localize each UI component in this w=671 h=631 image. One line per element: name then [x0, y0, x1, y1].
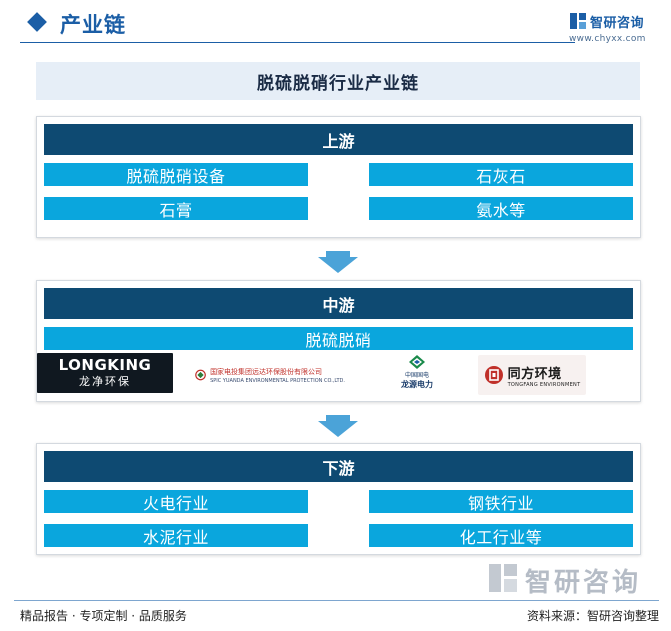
header-divider	[20, 42, 575, 43]
down-arrow-icon	[318, 251, 358, 273]
downstream-item: 钢铁行业	[369, 490, 633, 513]
longyuan-emblem-icon	[409, 354, 425, 369]
upstream-label: 上游	[44, 124, 633, 155]
spic-yuanda-logo: 国家电投集团远达环保股份有限公司 SPIC YUANDA ENVIRONMENT…	[195, 355, 345, 395]
upstream-item: 氨水等	[369, 197, 633, 220]
watermark-logo: 智研咨询	[485, 560, 655, 598]
chart-title: 脱硫脱硝行业产业链	[257, 73, 419, 94]
upstream-item: 石灰石	[369, 163, 633, 186]
longking-logo-cn: 龙净环保	[79, 375, 131, 388]
footer-source: 资料来源：智研咨询整理	[526, 609, 659, 623]
chart-banner: 脱硫脱硝行业产业链	[36, 62, 640, 100]
upstream-item: 石膏	[44, 197, 308, 220]
diamond-icon	[27, 12, 47, 32]
upstream-panel: 上游 脱硫脱硝设备 石灰石 石膏 氨水等	[36, 116, 641, 238]
longyuan-name-top: 中国国电	[404, 371, 429, 379]
midstream-item: 脱硫脱硝	[44, 327, 633, 350]
footer-slogan: 精品报告 · 专项定制 · 品质服务	[20, 609, 187, 623]
watermark-mark-icon	[489, 564, 517, 592]
longking-logo: LONGKING 龙净环保	[37, 353, 173, 393]
down-arrow-icon	[318, 415, 358, 437]
spic-emblem-icon	[195, 369, 206, 381]
watermark-text: 智研咨询	[525, 568, 642, 598]
downstream-item: 化工行业等	[369, 524, 633, 547]
brand-mark-icon	[570, 13, 586, 29]
longyuan-name-bottom: 龙源电力	[401, 379, 433, 389]
upstream-item: 脱硫脱硝设备	[44, 163, 308, 186]
spic-name-en: SPIC YUANDA ENVIRONMENTAL PROTECTION CO.…	[210, 377, 345, 384]
header: 产业链 智研咨询 www.chyxx.com	[0, 0, 671, 46]
section-title: 产业链	[60, 13, 126, 37]
tongfang-logo: 同方环境 TONGFANG ENVIRONMENT	[478, 355, 586, 395]
footer-divider	[14, 600, 659, 601]
tongfang-name-en: TONGFANG ENVIRONMENT	[507, 381, 581, 388]
brand-logo: 智研咨询 www.chyxx.com	[569, 10, 659, 46]
midstream-label: 中游	[44, 288, 633, 319]
longking-logo-en: LONGKING	[58, 356, 152, 374]
tongfang-emblem-icon	[484, 366, 503, 384]
downstream-item: 火电行业	[44, 490, 308, 513]
downstream-item: 水泥行业	[44, 524, 308, 547]
downstream-label: 下游	[44, 451, 633, 482]
tongfang-name-cn: 同方环境	[507, 366, 562, 382]
brand-url: www.chyxx.com	[569, 34, 646, 44]
spic-name-cn: 国家电投集团远达环保股份有限公司	[210, 367, 323, 376]
longyuan-power-logo: 中国国电 龙源电力	[390, 352, 444, 392]
brand-name: 智研咨询	[590, 16, 645, 31]
downstream-panel: 下游 火电行业 钢铁行业 水泥行业 化工行业等	[36, 443, 641, 555]
